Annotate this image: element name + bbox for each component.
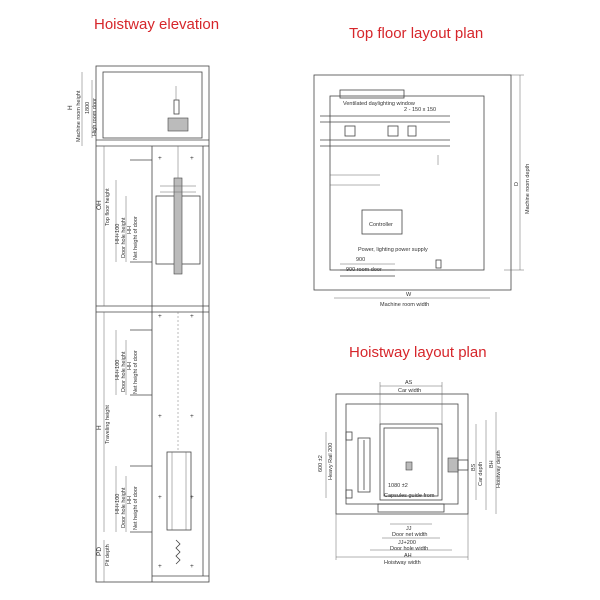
controller-cabinet <box>361 209 403 235</box>
machine-room <box>102 71 203 139</box>
car-rail-right <box>447 457 459 473</box>
traction-machine <box>167 117 189 132</box>
label-600: 600 ±2 <box>318 455 324 472</box>
label-top-floor-height: Top floor height <box>105 188 111 226</box>
label-capsules-guide: Capsules guide from <box>384 493 435 499</box>
counterweight-plan <box>357 437 371 493</box>
car-frame <box>173 177 183 275</box>
label-power-supply: Power, lighting power supply <box>358 247 428 253</box>
machine-room-inner-wall <box>329 95 485 271</box>
label-door-net-width: Door net width <box>392 532 427 538</box>
label-net-height-door-2: Net height of door <box>133 350 139 394</box>
label-jj200: JJ+200 <box>398 540 416 546</box>
label-heavy-rail: Heavy Rail 200 <box>328 443 334 480</box>
landing-door <box>377 503 445 513</box>
label-1800: 1800 <box>85 102 91 114</box>
label-h: H <box>67 105 74 110</box>
car-inner <box>383 427 439 497</box>
label-car-width: Car width <box>398 388 421 394</box>
ventilated-window <box>339 89 405 99</box>
label-1080: 1080 ±2 <box>388 483 408 489</box>
label-controller: Controller <box>369 222 393 228</box>
svg-text:+: + <box>190 313 194 320</box>
car-rail-bracket <box>457 459 469 471</box>
label-machine-room-depth: Machine room depth <box>525 164 531 214</box>
label-150: 2 - 150 x 150 <box>404 107 436 113</box>
hoistway-inner-wall <box>345 403 459 505</box>
svg-text:+: + <box>158 413 162 420</box>
elevation-outer-wall <box>95 65 210 583</box>
hoistway-layout <box>325 382 497 560</box>
label-h-travel: H <box>96 425 103 430</box>
car-guide-shoe <box>405 461 413 471</box>
label-as: AS <box>405 380 413 386</box>
governor <box>173 99 180 115</box>
elevation-labels: H Machine room height 1800 High room doo… <box>67 90 139 566</box>
rail-bracket-1 <box>345 431 353 441</box>
label-hh100-2: HH+100 <box>115 360 121 380</box>
top-floor-layout <box>313 74 524 299</box>
label-oh: OH <box>96 200 103 210</box>
label-900-room-door: 900 room door <box>346 267 382 273</box>
label-hh100-1: HH+100 <box>115 224 121 244</box>
power-supply-box <box>435 259 442 269</box>
top-floor-labels: Ventilated daylighting window 2 - 150 x … <box>343 101 531 308</box>
label-ventilated-window-1: Ventilated daylighting window <box>343 101 415 107</box>
hoistway-elevation: + + + + + + + + + + <box>81 65 210 583</box>
svg-text:+: + <box>190 413 194 420</box>
label-machine-room-width: Machine room width <box>380 302 429 308</box>
label-hh-2: HH <box>127 362 133 370</box>
label-door-hole-height-1: Door hole height <box>121 217 127 258</box>
label-door-hole-height-3: Door hole height <box>121 487 127 528</box>
label-900: 900 <box>356 257 365 263</box>
label-hoistway-width: Hoistway width <box>384 560 421 566</box>
label-bs: BS <box>471 463 477 471</box>
svg-text:+: + <box>158 313 162 320</box>
label-machine-room-height: Machine room height <box>76 90 82 142</box>
counterweight <box>166 451 192 531</box>
label-jj: JJ <box>406 526 412 532</box>
label-hh100-3: HH+100 <box>115 494 121 514</box>
label-pit-depth: Pit depth <box>105 544 111 566</box>
label-car-depth: Car depth <box>478 462 484 486</box>
buffer-spring <box>175 539 181 565</box>
hole-1 <box>344 125 356 137</box>
hoistway-plan-labels: AS Car width 600 ±2 Heavy Rail 200 1080 … <box>318 380 502 566</box>
label-w: W <box>406 292 412 298</box>
label-hoistway-depth: Hoistway depth <box>496 450 502 488</box>
label-bh: BH <box>489 460 495 468</box>
hole-3 <box>407 125 417 137</box>
label-ah: AH <box>404 553 412 559</box>
svg-text:+: + <box>158 494 162 501</box>
top-floor-layout-title: Top floor layout plan <box>349 25 484 42</box>
hoistway-layout-title: Hoistway layout plan <box>349 344 487 361</box>
label-pd: PD <box>96 547 103 556</box>
label-high-room-door: High room door <box>92 98 98 136</box>
hole-2 <box>387 125 399 137</box>
label-hh-1: HH <box>127 226 133 234</box>
svg-text:+: + <box>158 563 162 570</box>
svg-text:+: + <box>158 155 162 162</box>
svg-text:+: + <box>190 563 194 570</box>
svg-text:+: + <box>190 155 194 162</box>
machine-room-outer-wall <box>313 74 512 291</box>
car-plan <box>379 423 443 501</box>
label-door-hole-width: Door hole width <box>390 546 428 552</box>
label-d: D <box>514 182 520 186</box>
rail-bracket-2 <box>345 489 353 499</box>
hoistway-elevation-title: Hoistway elevation <box>94 16 220 33</box>
label-door-hole-height-2: Door hole height <box>121 351 127 392</box>
svg-text:+: + <box>190 494 194 501</box>
label-net-height-door-3: Net height of door <box>133 486 139 530</box>
hoistway-outer-wall <box>335 393 469 515</box>
label-hh-3: HH <box>127 496 133 504</box>
label-traveling-height: Traveling height <box>105 405 111 444</box>
label-net-height-door-1: Net height of door <box>133 216 139 260</box>
